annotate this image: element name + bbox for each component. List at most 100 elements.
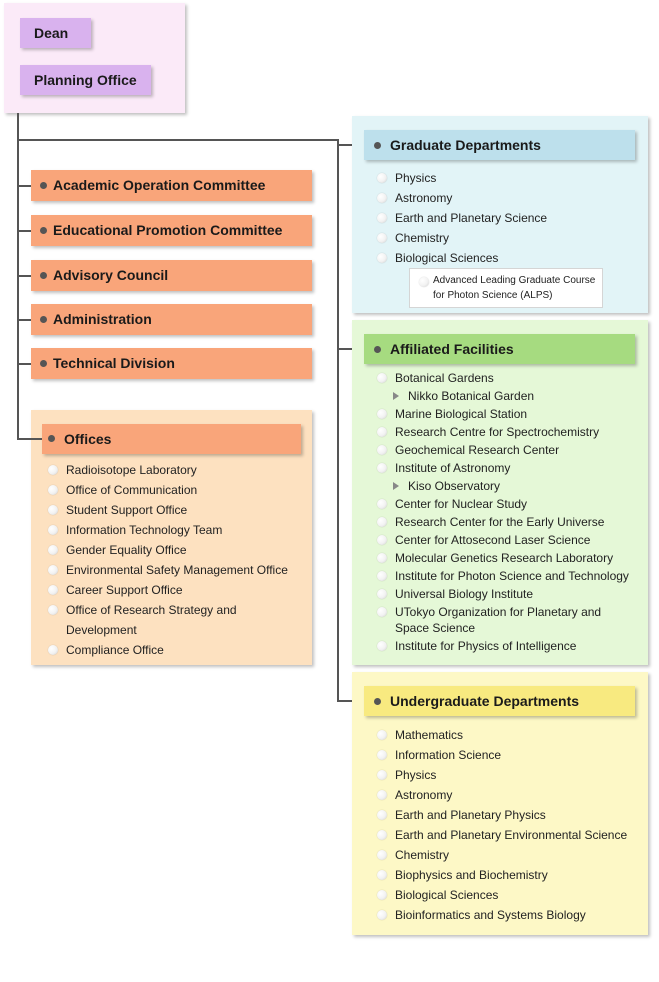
- planning-office-box: Planning Office: [20, 65, 151, 95]
- bullet-icon: [377, 890, 387, 900]
- bullet-icon: [377, 213, 387, 223]
- list-item: Information Science: [375, 745, 645, 765]
- undergraduate-departments-title: Undergraduate Departments: [364, 686, 635, 716]
- list-item: Earth and Planetary Science: [375, 208, 635, 228]
- graduate-departments-title: Graduate Departments: [364, 130, 635, 160]
- bullet-icon: [377, 253, 387, 263]
- bullet-icon: [377, 850, 387, 860]
- committee-connector: [17, 230, 44, 232]
- bullet-icon: [48, 565, 58, 575]
- committee-dot: [40, 227, 47, 234]
- bullet-icon: [377, 571, 387, 581]
- graduate-list: Physics Astronomy Earth and Planetary Sc…: [375, 168, 635, 268]
- graduate-dot: [374, 142, 381, 149]
- advisory-council: Advisory Council: [31, 260, 312, 291]
- committee-academic-operation: Academic Operation Committee: [31, 170, 312, 201]
- alps-line-2: for Photon Science (ALPS): [433, 290, 553, 301]
- list-item: Earth and Planetary Environmental Scienc…: [375, 825, 645, 845]
- bullet-icon: [377, 193, 387, 203]
- committee-dot: [40, 360, 47, 367]
- bullet-icon: [48, 485, 58, 495]
- bullet-icon: [377, 463, 387, 473]
- bullet-icon: [377, 910, 387, 920]
- bullet-icon: [377, 445, 387, 455]
- list-item: Research Center for the Early Universe: [375, 513, 645, 531]
- bullet-icon: [377, 607, 387, 617]
- bullet-icon: [377, 830, 387, 840]
- list-item: Physics: [375, 765, 645, 785]
- top-horizontal-line: [17, 139, 339, 141]
- bullet-icon: [377, 427, 387, 437]
- bullet-icon: [377, 770, 387, 780]
- list-item: Institute of Astronomy: [375, 459, 645, 477]
- list-item: Gender Equality Office: [46, 540, 306, 560]
- bullet-icon: [48, 605, 58, 615]
- list-item: Molecular Genetics Research Laboratory: [375, 549, 645, 567]
- list-item: Career Support Office: [46, 580, 306, 600]
- bullet-icon: [377, 810, 387, 820]
- offices-list: Radioisotope Laboratory Office of Commun…: [46, 460, 306, 660]
- committee-connector: [17, 275, 44, 277]
- list-item: Marine Biological Station: [375, 405, 645, 423]
- dean-box: Dean: [20, 18, 91, 48]
- undergraduate-list: Mathematics Information Science Physics …: [375, 725, 645, 925]
- arrow-icon: [393, 482, 399, 490]
- affiliated-facilities-panel: [352, 320, 648, 665]
- committee-connector: [17, 363, 44, 365]
- list-item: Universal Biology Institute: [375, 585, 645, 603]
- committee-connector: [17, 319, 44, 321]
- committee-dot: [40, 182, 47, 189]
- alps-text: Advanced Leading Graduate Course for Pho…: [433, 273, 603, 303]
- bullet-icon: [377, 499, 387, 509]
- list-item: Mathematics: [375, 725, 645, 745]
- offices-title: Offices: [42, 424, 301, 454]
- list-item: Biological Sciences: [375, 885, 645, 905]
- bullet-icon: [377, 750, 387, 760]
- bullet-icon: [377, 535, 387, 545]
- bullet-icon: [377, 589, 387, 599]
- administration: Administration: [31, 304, 312, 335]
- bullet-icon: [377, 517, 387, 527]
- technical-division: Technical Division: [31, 348, 312, 379]
- bullet-icon: [48, 505, 58, 515]
- list-item-continuation: Space Science: [395, 621, 476, 635]
- bullet-icon: [377, 790, 387, 800]
- list-item: Biophysics and Biochemistry: [375, 865, 645, 885]
- committee-dot: [40, 316, 47, 323]
- offices-connector-dot: [48, 435, 55, 442]
- arrow-icon: [393, 392, 399, 400]
- sub-list-item: Kiso Observatory: [375, 477, 645, 495]
- affiliated-list: Botanical Gardens Nikko Botanical Garden…: [375, 369, 645, 655]
- bullet-icon: [377, 409, 387, 419]
- list-item: Chemistry: [375, 845, 645, 865]
- list-item: Astronomy: [375, 188, 635, 208]
- list-item: Research Centre for Spectrochemistry: [375, 423, 645, 441]
- bullet-icon: [377, 553, 387, 563]
- list-item: Biological Sciences: [375, 248, 635, 268]
- list-item: Institute for Physics of Intelligence: [375, 637, 645, 655]
- list-item: Compliance Office: [46, 640, 306, 660]
- bullet-icon: [48, 525, 58, 535]
- committee-dot: [40, 272, 47, 279]
- bullet-icon: [48, 645, 58, 655]
- affiliated-facilities-title: Affiliated Facilities: [364, 334, 635, 364]
- list-item: Office of Research Strategy and: [46, 600, 306, 620]
- list-item: Center for Attosecond Laser Science: [375, 531, 645, 549]
- list-item: Geochemical Research Center: [375, 441, 645, 459]
- affiliated-dot: [374, 346, 381, 353]
- alps-box: Advanced Leading Graduate Course for Pho…: [409, 268, 603, 308]
- list-item: Physics: [375, 168, 635, 188]
- list-item: Earth and Planetary Physics: [375, 805, 645, 825]
- list-item: Radioisotope Laboratory: [46, 460, 306, 480]
- list-item-continuation: Development: [66, 623, 137, 637]
- list-item: UTokyo Organization for Planetary and: [375, 603, 645, 620]
- list-item: Astronomy: [375, 785, 645, 805]
- bullet-icon: [419, 277, 429, 287]
- bullet-icon: [48, 585, 58, 595]
- list-item: Student Support Office: [46, 500, 306, 520]
- undergraduate-dot: [374, 698, 381, 705]
- committee-educational-promotion: Educational Promotion Committee: [31, 215, 312, 246]
- bullet-icon: [48, 465, 58, 475]
- list-item: Chemistry: [375, 228, 635, 248]
- list-item: Institute for Photon Science and Technol…: [375, 567, 645, 585]
